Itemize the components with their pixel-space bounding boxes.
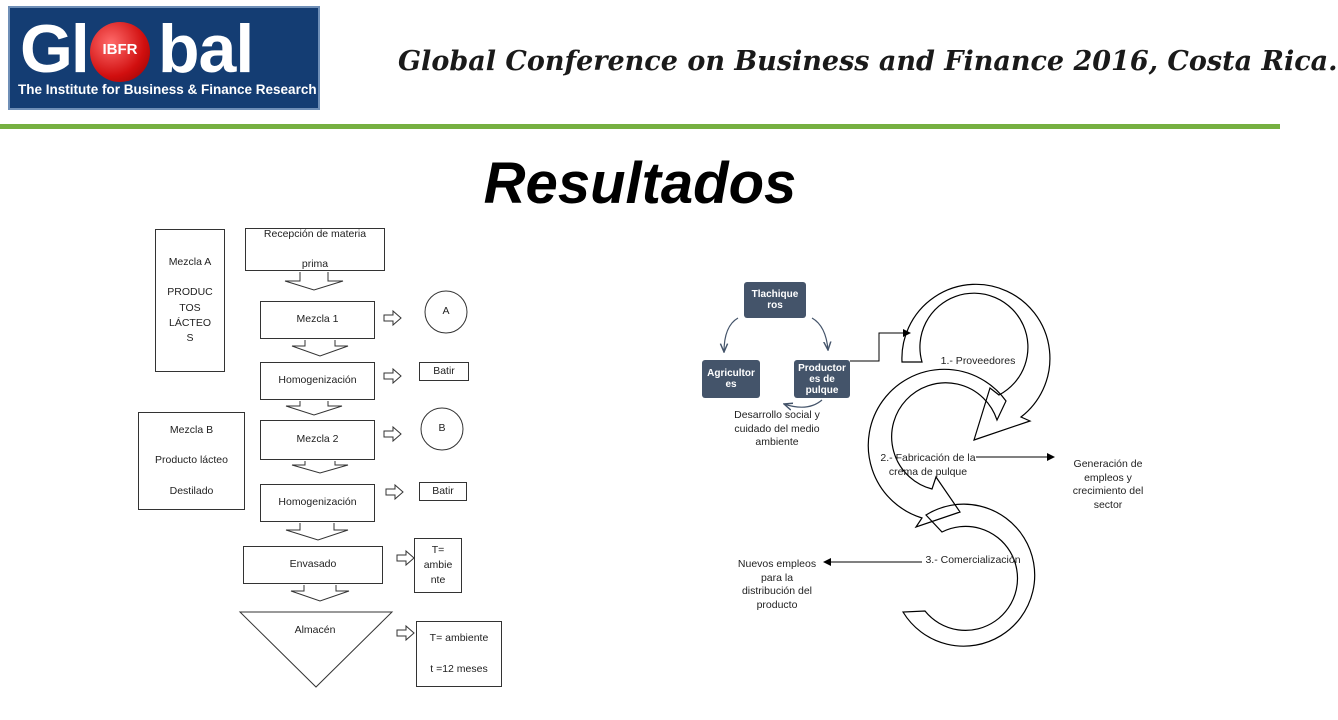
- mix-b-box: Mezcla B Producto lácteo Destilado: [138, 412, 245, 510]
- batir-2-box: Batir: [419, 482, 467, 501]
- logo-subtitle: The Institute for Business & Finance Res…: [18, 82, 317, 97]
- logo-text-left: Gl: [20, 11, 90, 87]
- cycle-arrow-productores: [811, 317, 828, 350]
- node-agricultores: Agricultor es: [702, 360, 760, 398]
- loop-comercializacion: [901, 503, 1036, 647]
- right-arrow-5: [396, 549, 415, 567]
- almacen-label: Almacén: [294, 624, 336, 636]
- batir-1-box: Batir: [419, 362, 469, 381]
- connector-productores-proveedores: [850, 329, 911, 362]
- circle-b-label: B: [438, 422, 446, 434]
- cycle-arrow-agricultores: [784, 399, 823, 407]
- page-title: Resultados: [483, 151, 797, 216]
- right-arrow-2: [383, 367, 402, 385]
- node-tlachiqueros: Tlachique ros: [744, 282, 806, 318]
- nuevos-empleos-label: Nuevos empleos para la distribución del …: [737, 558, 817, 611]
- generacion-label: Generación de empleos y crecimiento del …: [1072, 458, 1144, 511]
- right-arrow-3: [383, 425, 402, 443]
- mix-a-box: Mezcla A PRODUC TOS LÁCTEO S: [155, 229, 225, 372]
- desarrollo-label: Desarrollo social y cuidado del medio am…: [734, 409, 820, 449]
- down-arrow-3: [285, 401, 343, 416]
- flow-down-arrows: [284, 272, 350, 602]
- cycle-arrow-tlachiqueros: [724, 317, 739, 352]
- down-arrow-4: [291, 461, 349, 474]
- down-arrow-6: [290, 585, 350, 602]
- temperature-almacen-box: T= ambiente t =12 meses: [416, 621, 502, 687]
- down-arrow-1: [284, 272, 344, 291]
- fabricacion-label: 2.- Fabricación de la crema de pulque: [880, 452, 976, 478]
- logo-text-right: bal: [158, 11, 254, 87]
- circle-a-label: A: [442, 305, 450, 317]
- down-arrow-5: [285, 523, 349, 541]
- circle-a: [424, 290, 468, 334]
- conference-title: Global Conference on Business and Financ…: [398, 46, 1338, 77]
- homogenizacion-2-box: Homogenización: [260, 484, 375, 522]
- envasado-box: Envasado: [243, 546, 383, 584]
- reception-box: Recepción de materia prima: [245, 228, 385, 271]
- ibfr-logo: Gl IBFR bal The Institute for Business &…: [8, 6, 320, 110]
- almacen-triangle: [238, 611, 394, 688]
- mezcla-1-box: Mezcla 1: [260, 301, 375, 339]
- logo-badge-circle: [90, 22, 150, 82]
- comercializacion-label: 3.- Comercialización: [925, 554, 1021, 566]
- down-arrow-2: [291, 340, 349, 357]
- small-right-arrows: [383, 309, 415, 642]
- temperature-envasado-box: T= ambie nte: [414, 538, 462, 593]
- node-productores: Productor es de pulque: [794, 360, 850, 398]
- homogenizacion-1-box: Homogenización: [260, 362, 375, 400]
- loop-proveedores: [901, 283, 1051, 441]
- circle-b: [420, 407, 464, 451]
- proveedores-label: 1.- Proveedores: [940, 355, 1016, 367]
- mezcla-2-box: Mezcla 2: [260, 420, 375, 460]
- header-divider: [0, 124, 1280, 129]
- right-arrow-4: [385, 483, 404, 501]
- diagram-graphics: [238, 272, 1055, 688]
- right-arrow-6: [396, 624, 415, 642]
- circular-arrows: [867, 283, 1051, 647]
- loop-fabricacion: [867, 368, 1007, 529]
- right-arrow-1: [383, 309, 402, 327]
- logo-badge-text: IBFR: [102, 41, 138, 58]
